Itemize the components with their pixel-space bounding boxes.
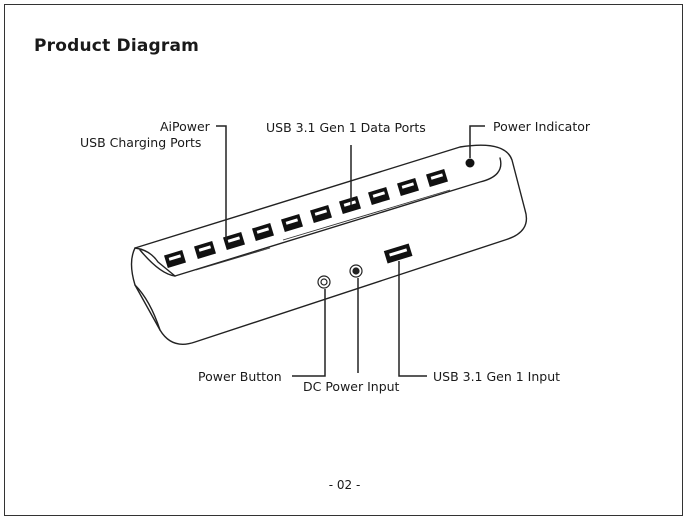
usb-input-label: USB 3.1 Gen 1 Input: [433, 369, 560, 384]
dc-power-input-label: DC Power Input: [303, 379, 399, 394]
aipower-label-line2: USB Charging Ports: [80, 135, 201, 150]
data-ports-label: USB 3.1 Gen 1 Data Ports: [266, 120, 426, 135]
power-button-label: Power Button: [198, 369, 282, 384]
power-indicator-label: Power Indicator: [493, 119, 590, 134]
aipower-label: AiPower: [160, 119, 210, 134]
page-number: - 02 -: [0, 478, 689, 492]
